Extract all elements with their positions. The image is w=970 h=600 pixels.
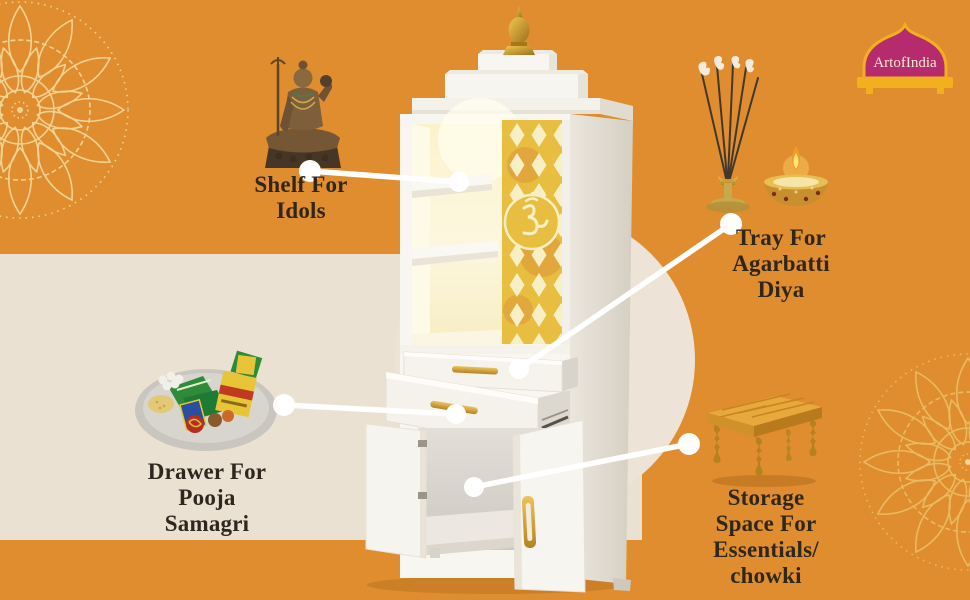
feature-label-tray-for-agarbatti-diya: Tray For Agarbatti Diya <box>732 225 830 303</box>
cabinet-door-left <box>365 423 427 559</box>
agarbatti-diya-image <box>698 56 828 213</box>
logo-text: ArtofIndia <box>873 55 937 71</box>
mandala-decoration-top-left-icon <box>0 1 129 219</box>
cabinet-stepped-top <box>412 50 633 121</box>
label-line: Essentials/ <box>713 537 819 562</box>
label-line: Pooja <box>178 485 236 510</box>
label-line: Drawer For <box>147 459 267 484</box>
label-line: Tray For <box>736 225 826 250</box>
feature-label-shelf-for-idols: Shelf For Idols <box>254 172 347 224</box>
artofindia-logo: ArtofIndia <box>857 22 953 94</box>
chowki-leg-icon <box>713 419 817 475</box>
wooden-chowki-image <box>708 393 822 487</box>
shiva-idol-image <box>265 57 341 168</box>
callout-dot <box>678 433 700 455</box>
mandala-decoration-bottom-right-icon <box>859 353 970 571</box>
shrine-compartment <box>400 98 570 354</box>
diya-icon <box>764 146 828 206</box>
door-handle-gold <box>521 496 537 548</box>
label-line: Agarbatti <box>732 251 830 276</box>
logo-base-bar <box>857 77 953 88</box>
cabinet-door-right <box>512 419 586 593</box>
jali-lattice-panel <box>502 120 570 346</box>
drawer-handle <box>452 365 498 375</box>
idol-shelf <box>412 241 498 266</box>
agarbatti-stand-icon <box>706 176 750 213</box>
feature-label-storage-space: Storage Space For Essentials/ chowki <box>713 485 819 589</box>
feature-label-drawer-for-pooja-samagri: Drawer For Pooja Samagri <box>148 459 266 537</box>
door-hinge-icon <box>418 440 427 499</box>
label-line: chowki <box>730 563 802 588</box>
label-line: Shelf For <box>254 172 348 197</box>
label-line: Samagri <box>164 511 250 536</box>
pooja-mandir-cabinet-image <box>365 6 633 594</box>
finial-kalash-icon <box>503 6 535 55</box>
label-line: Space For <box>715 511 817 536</box>
label-line: Idols <box>276 198 326 223</box>
pooja-samagri-plate-image <box>135 350 277 451</box>
label-line: Diya <box>757 277 805 302</box>
label-line: Storage <box>727 485 805 510</box>
